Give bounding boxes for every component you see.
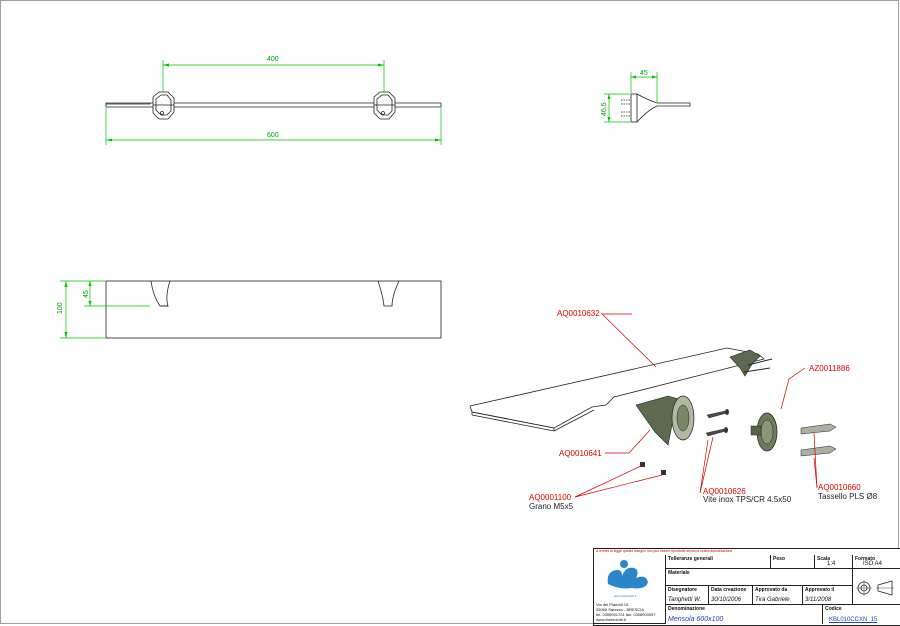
created-cell: Data creazione 30/10/2006	[709, 586, 753, 605]
name-cell: Denominazione Mensola 600x100	[666, 605, 823, 624]
address-line-1: Via dei Pianotti 15	[596, 602, 629, 607]
callout-plug-code: AQ0010660	[818, 483, 861, 492]
dim-side-width: 45	[640, 70, 648, 77]
exploded-view: AQ0010632 AQ0010641 AZ0011886 AQ0010626 …	[469, 309, 878, 511]
weight-cell: Peso	[771, 555, 815, 569]
dim-front-bracket: 45	[83, 290, 90, 298]
format-value: ISO A4	[863, 561, 883, 567]
approved-on-cell: Approvato il 3/11/2008	[803, 586, 853, 605]
company-logo-cell: www.ibsbrulotti.it Via dei Pianotti 15 2…	[594, 555, 666, 624]
exploded-plug-1	[800, 423, 837, 435]
created-label: Data creazione	[711, 587, 747, 593]
dim-side-height: 46.5	[601, 102, 608, 116]
title-block: A termini di legge questo disegno non pu…	[593, 548, 900, 626]
format-label: Formato	[855, 556, 875, 562]
approved-on-value: 3/11/2008	[805, 597, 832, 603]
approved-on-label: Approvato il	[805, 587, 835, 593]
drawer-value: Tanghetti W.	[668, 597, 702, 603]
created-value: 30/10/2006	[711, 597, 742, 603]
approved-by-label: Approvato da	[755, 587, 788, 593]
legal-notice: A termini di legge questo disegno non pu…	[596, 549, 733, 553]
callout-grub-code: AQ0001100	[529, 493, 572, 502]
exploded-grub-2	[661, 470, 666, 475]
weight-label: Peso	[773, 556, 785, 562]
address-line-4: www.ibsbrulotti.it	[596, 617, 626, 622]
callout-cap: AZ0011886	[809, 364, 850, 373]
projection-symbol-icon	[856, 580, 894, 596]
dim-front-height: 100	[57, 302, 64, 314]
company-site: www.ibsbrulotti.it	[614, 594, 637, 598]
code-value: KBL010CCXN_15	[829, 617, 878, 623]
callout-screw-code: AQ0010626	[703, 487, 746, 496]
material-cell: Materiale	[666, 569, 853, 586]
approved-by-cell: Approvato da Tira Gabriele	[753, 586, 803, 605]
code-cell: Codice KBL010CCXN_15	[823, 605, 900, 624]
top-view: 400 600	[105, 56, 442, 145]
callout-board: AQ0010632	[557, 309, 600, 318]
drawer-cell: Disegnatore Tanghetti W.	[666, 586, 709, 605]
scale-value: 1:4	[827, 561, 836, 567]
tolerance-cell: Tolleranze generali	[666, 555, 771, 569]
address-line-2: 25068 Sarezzo - BRESCIA	[596, 607, 645, 612]
projection-symbol-cell	[853, 569, 900, 605]
address-line-3: tel. 0308901701 fax. 0308900097	[596, 612, 656, 617]
exploded-grub-1	[640, 462, 645, 467]
code-label: Codice	[825, 606, 842, 612]
name-label: Denominazione	[668, 606, 705, 612]
dim-top-outer: 600	[267, 132, 279, 139]
exploded-shelf	[469, 347, 765, 429]
tolerance-label: Tolleranze generali	[668, 556, 713, 562]
callout-plug-desc: Tassello PLS Ø8	[818, 492, 878, 501]
company-logo	[607, 560, 648, 589]
callout-grub-desc: Grano M5x5	[529, 502, 574, 511]
front-view: 100 45	[57, 280, 442, 339]
approved-by-value: Tira Gabriele	[755, 597, 790, 603]
dim-top-inner: 400	[267, 56, 279, 63]
name-value: Mensola 600x100	[668, 616, 724, 623]
callout-screw-desc: Vite inox TPS/CR 4.5x50	[703, 495, 792, 504]
scale-cell: Scala 1:4	[815, 555, 853, 569]
drawer-label: Disegnatore	[668, 587, 697, 593]
callout-bracket: AQ0010641	[559, 449, 602, 458]
material-label: Materiale	[668, 570, 690, 576]
scale-label: Scala	[817, 556, 831, 562]
side-view: 45 46.5	[601, 70, 691, 123]
exploded-plug-2	[800, 445, 837, 457]
format-cell: Formato ISO A4	[853, 555, 900, 569]
